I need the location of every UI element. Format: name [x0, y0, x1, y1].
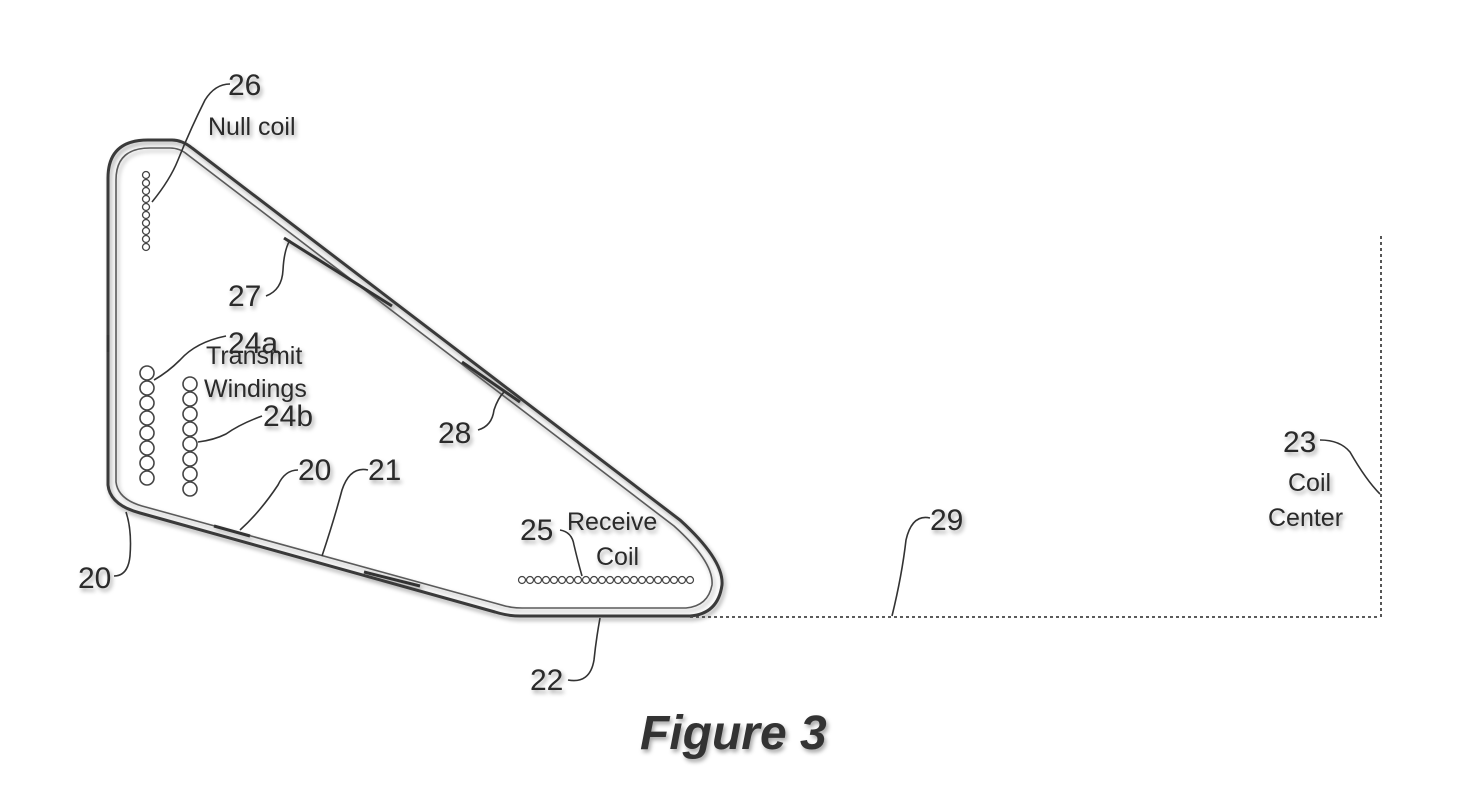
ref-28: 28	[438, 417, 471, 450]
ref-23: 23	[1283, 426, 1316, 459]
ref-20-top: 20	[298, 454, 331, 487]
ref-21: 21	[368, 454, 401, 487]
coil-center-label-line2: Center	[1268, 504, 1343, 532]
null-coil-windings	[141, 170, 151, 252]
transmit-label-line1: Transmit	[206, 342, 302, 370]
ref-26: 26	[228, 69, 261, 102]
transmit-label-line2: Windings	[204, 375, 307, 403]
ref-25: 25	[520, 514, 553, 547]
ref-24a: 24a	[228, 327, 278, 360]
coil-center-label-line1: Coil	[1288, 469, 1331, 497]
figure-caption: Figure 3	[640, 707, 827, 760]
null-coil-label: Null coil	[208, 113, 296, 141]
receive-label-line2: Coil	[596, 543, 639, 571]
labels: 26 Null coil 27 24a Transmit Windings 24…	[78, 69, 1343, 697]
leader-lines	[113, 83, 1381, 682]
receive-label-line1: Receive	[567, 508, 657, 536]
receive-coil-windings	[517, 575, 695, 585]
ref-29: 29	[930, 504, 963, 537]
ref-27: 27	[228, 280, 261, 313]
ref-22: 22	[530, 664, 563, 697]
coil-housing	[106, 138, 724, 618]
ref-20-left: 20	[78, 562, 111, 595]
ref-24b: 24b	[263, 400, 313, 433]
transmit-winding-24a	[139, 365, 155, 486]
transmit-winding-24b	[182, 376, 198, 497]
